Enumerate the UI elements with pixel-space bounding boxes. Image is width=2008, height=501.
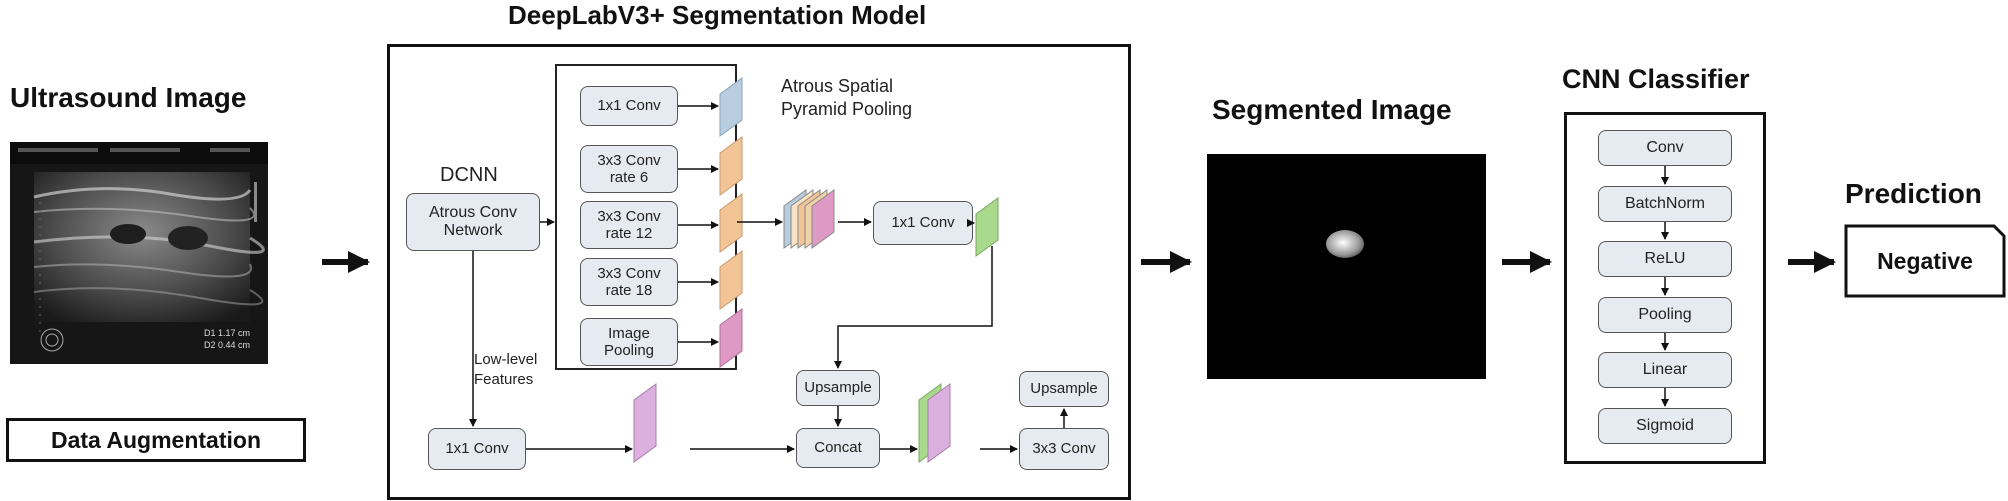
upsample-2: Upsample <box>1019 371 1109 407</box>
aspp-branch-rate-12: 3x3 Conv rate 12 <box>580 201 678 249</box>
aspp-branch-image-pooling: Image Pooling <box>580 318 678 366</box>
classifier-layer-batchnorm: BatchNorm <box>1598 186 1732 222</box>
segmented-lesion <box>1326 230 1364 258</box>
concat-box: Concat <box>796 428 880 468</box>
prediction-box-shape <box>1844 224 2006 298</box>
feature-map-stack <box>783 189 835 249</box>
cnn-title: CNN Classifier <box>1562 64 1750 94</box>
upsample-1: Upsample <box>796 370 880 406</box>
feature-map-green <box>975 197 999 257</box>
measurement-1: D1 1.17 cm <box>204 328 251 338</box>
aspp-1x1-conv: 1x1 Conv <box>873 201 973 245</box>
atrous-conv-network: Atrous Conv Network <box>406 193 540 251</box>
feature-map-blue <box>719 77 743 137</box>
data-augmentation-box: Data Augmentation <box>6 418 306 462</box>
feature-map-orange-1 <box>719 136 743 196</box>
classifier-layer-pooling: Pooling <box>1598 297 1732 333</box>
feature-map-orange-3 <box>719 250 743 310</box>
feature-map-purple-low <box>633 383 657 463</box>
aspp-title: Atrous Spatial Pyramid Pooling <box>781 76 913 119</box>
feature-map-concat-out <box>918 383 951 463</box>
low-level-features-label: Low-level Features <box>474 351 538 388</box>
prediction-title: Prediction <box>1845 178 1982 209</box>
classifier-layer-linear: Linear <box>1598 352 1732 388</box>
segmented-title: Segmented Image <box>1212 94 1452 125</box>
feature-map-orange-2 <box>719 193 743 253</box>
arrow-green-to-upsample <box>834 246 993 369</box>
data-augmentation-label: Data Augmentation <box>51 426 261 453</box>
ultrasound-title: Ultrasound Image <box>10 82 247 113</box>
ultrasound-image: D1 1.17 cm D2 0.44 cm <box>10 142 268 364</box>
decoder-3x3-conv: 3x3 Conv <box>1019 428 1109 470</box>
prediction-value: Negative <box>1877 248 1973 274</box>
aspp-branch-rate-18: 3x3 Conv rate 18 <box>580 258 678 306</box>
dcnn-label: DCNN <box>440 164 498 186</box>
feature-map-pink <box>719 308 743 368</box>
aspp-branch-rate-6: 3x3 Conv rate 6 <box>580 145 678 193</box>
segmented-image <box>1207 154 1486 379</box>
ultrasound-texture <box>10 142 268 364</box>
deeplab-frame <box>387 44 1131 500</box>
classifier-layer-conv: Conv <box>1598 130 1732 166</box>
deeplab-title: DeepLabV3+ Segmentation Model <box>508 0 927 30</box>
measurement-2: D2 0.44 cm <box>204 340 251 350</box>
classifier-layer-relu: ReLU <box>1598 241 1732 277</box>
classifier-layer-sigmoid: Sigmoid <box>1598 408 1732 444</box>
decoder-1x1-conv: 1x1 Conv <box>428 428 526 470</box>
cnn-classifier-frame <box>1564 112 1766 464</box>
aspp-branch-1x1-conv: 1x1 Conv <box>580 86 678 126</box>
